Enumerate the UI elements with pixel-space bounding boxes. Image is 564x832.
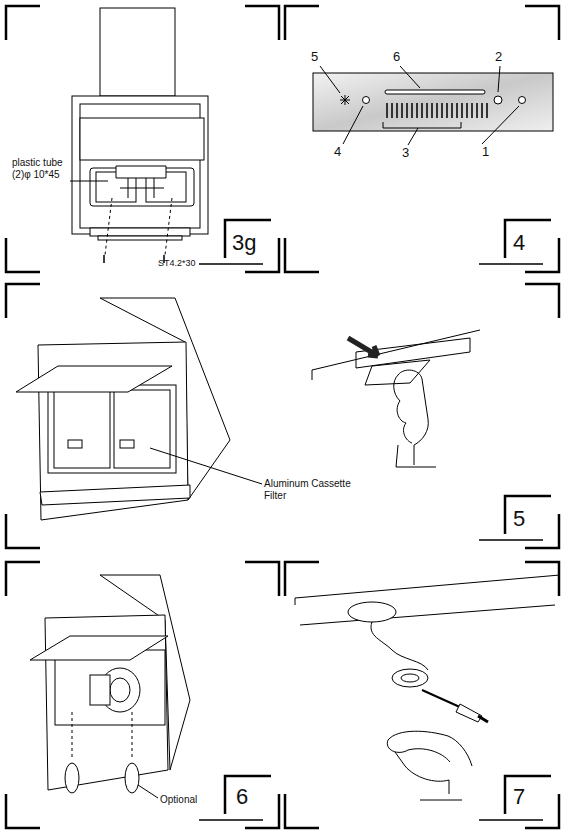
corner-bracket [525, 794, 559, 828]
screw-label: ST4.2*30 [158, 258, 196, 268]
number-bracket [225, 220, 271, 258]
corner-bracket [245, 6, 279, 40]
corner-bracket [525, 562, 559, 596]
part-label: Aluminum Cassette Filter [264, 478, 354, 501]
number-bracket [505, 496, 551, 534]
corner-bracket [6, 794, 40, 828]
callout-number: 4 [334, 145, 341, 160]
corner-bracket [6, 238, 40, 272]
part-label: plastic tube [12, 157, 63, 169]
corner-bracket [525, 6, 559, 40]
number-bracket [505, 776, 551, 814]
corner-bracket [525, 284, 559, 318]
callout-number: 2 [495, 50, 502, 65]
corner-bracket [6, 6, 40, 40]
callout-number: 5 [311, 50, 318, 65]
number-underline [479, 263, 543, 265]
corner-bracket [245, 562, 279, 596]
callout-number: 3 [402, 146, 409, 161]
corner-bracket [285, 794, 319, 828]
figure-number: 4 [513, 230, 525, 255]
corner-bracket [285, 6, 319, 40]
callout-number: 6 [393, 50, 400, 65]
dimension-label: (2)φ 10*45 [12, 169, 60, 181]
number-underline [199, 819, 263, 821]
corner-bracket [6, 284, 40, 318]
figure-number: 6 [236, 784, 248, 809]
corner-bracket [6, 514, 40, 548]
number-underline [479, 819, 543, 821]
part-label: Optional [160, 794, 197, 806]
figure-number: 5 [513, 506, 525, 531]
figure-number: 3g [232, 230, 256, 255]
callout-number: 1 [482, 145, 489, 160]
number-bracket [225, 776, 271, 814]
corner-bracket [245, 794, 279, 828]
number-bracket [505, 220, 551, 258]
figure-number: 7 [513, 784, 525, 809]
number-underline [479, 539, 543, 541]
corner-bracket [6, 562, 40, 596]
corner-bracket [525, 514, 559, 548]
number-underline [199, 263, 263, 265]
corner-bracket [285, 562, 319, 596]
corner-bracket [525, 238, 559, 272]
corner-bracket [285, 238, 319, 272]
